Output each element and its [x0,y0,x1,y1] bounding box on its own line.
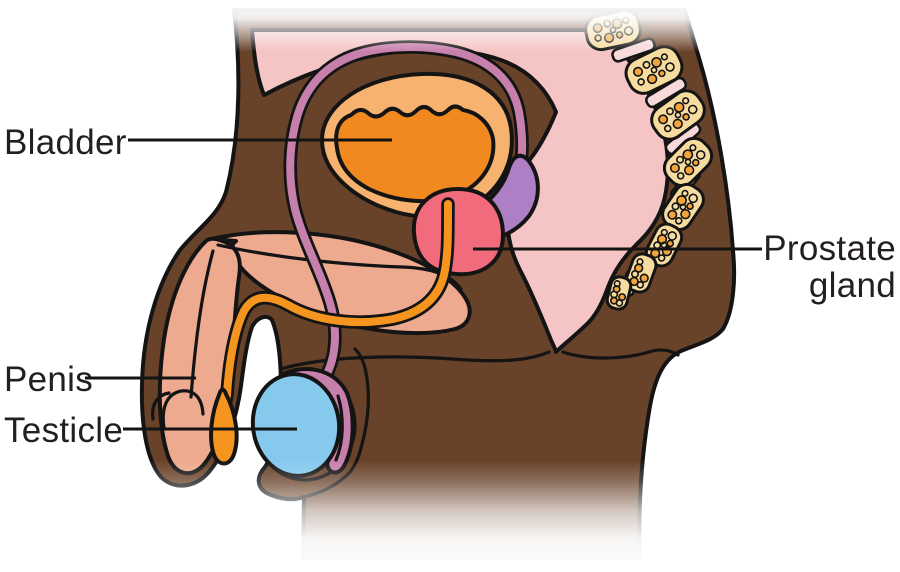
label-prostate-line2: gland [809,266,896,305]
prostate-gland [411,187,505,277]
bone-marrow-dot [674,111,682,119]
bone-marrow-dot [660,53,669,61]
bone-marrow-dot [679,203,687,211]
bone-marrow-dot [658,69,666,78]
labels: Bladder Prostate gland Penis Testicle [4,123,896,450]
bone-marrow-dot [687,104,698,115]
bone-marrow-dot [642,60,651,69]
bone-marrow-dot [636,281,645,289]
label-penis: Penis [4,360,93,399]
bone-marrow-dot [650,66,658,74]
bone-marrow-dot [667,231,678,241]
bone-marrow-dot [681,189,689,197]
vas-deferens [283,40,529,393]
bone-marrow-dot [651,56,662,68]
vertebra [624,45,684,95]
bone-marrow-dot [665,62,675,72]
bone-marrow-dot [672,118,683,130]
top-fade [0,0,900,52]
bone-marrow-dot [689,144,697,152]
bone-marrow-dot [669,163,680,174]
urethra [209,197,455,466]
bone-marrow-dot [695,150,706,160]
epididymis-duct-line [334,394,344,462]
bone-marrow-dot [674,216,683,225]
bone-marrow-dot [667,209,678,220]
glans-line [161,389,205,430]
bone-marrow-dot [666,239,675,248]
vertebra [624,252,658,294]
vertebra [650,89,706,141]
bottom-fade [0,460,900,572]
penis-root-tissue [210,230,472,336]
bone-marrow-dot [613,280,621,288]
bone-marrow-dot [683,165,695,176]
bone-marrow-dot [688,193,698,204]
label-testicle: Testicle [4,411,123,450]
bone-marrow-dot [682,113,690,121]
bone-marrow-dot [646,73,658,85]
bone-marrow-dot [639,273,649,283]
urethra-tip [209,387,239,466]
bone-marrow-dot [680,208,691,220]
foreskin-line [151,391,171,421]
vertebra [662,136,714,188]
bone-marrow-dot [684,158,692,166]
label-bladder: Bladder [4,123,127,162]
bone-marrow-dot [618,293,627,302]
anus-right-line [561,348,680,360]
bone-marrow-dot [637,78,645,86]
spinal-disc [645,76,687,109]
bone-marrow-dot [673,101,685,113]
label-prostate-line1: Prostate [763,229,896,268]
scrotum-top-line [279,350,551,371]
bone-marrow-dot [636,258,644,266]
vertebra [605,275,633,311]
bone-marrow-dot [682,97,690,105]
bone-marrow-dot [633,66,644,77]
bone-marrow-dot [663,124,672,133]
bone-marrow-dot [686,202,694,211]
bone-marrow-dot [682,149,694,161]
bone-marrow-dot [665,107,674,116]
bone-marrow-dot [676,155,685,164]
bone-marrow-dot [660,228,668,237]
bone-marrow-dot [658,114,669,125]
bone-marrow-dot [676,172,685,180]
bone-marrow-dot [660,241,668,249]
bone-marrow-dot [691,158,700,167]
bone-marrow-dot [657,254,666,262]
